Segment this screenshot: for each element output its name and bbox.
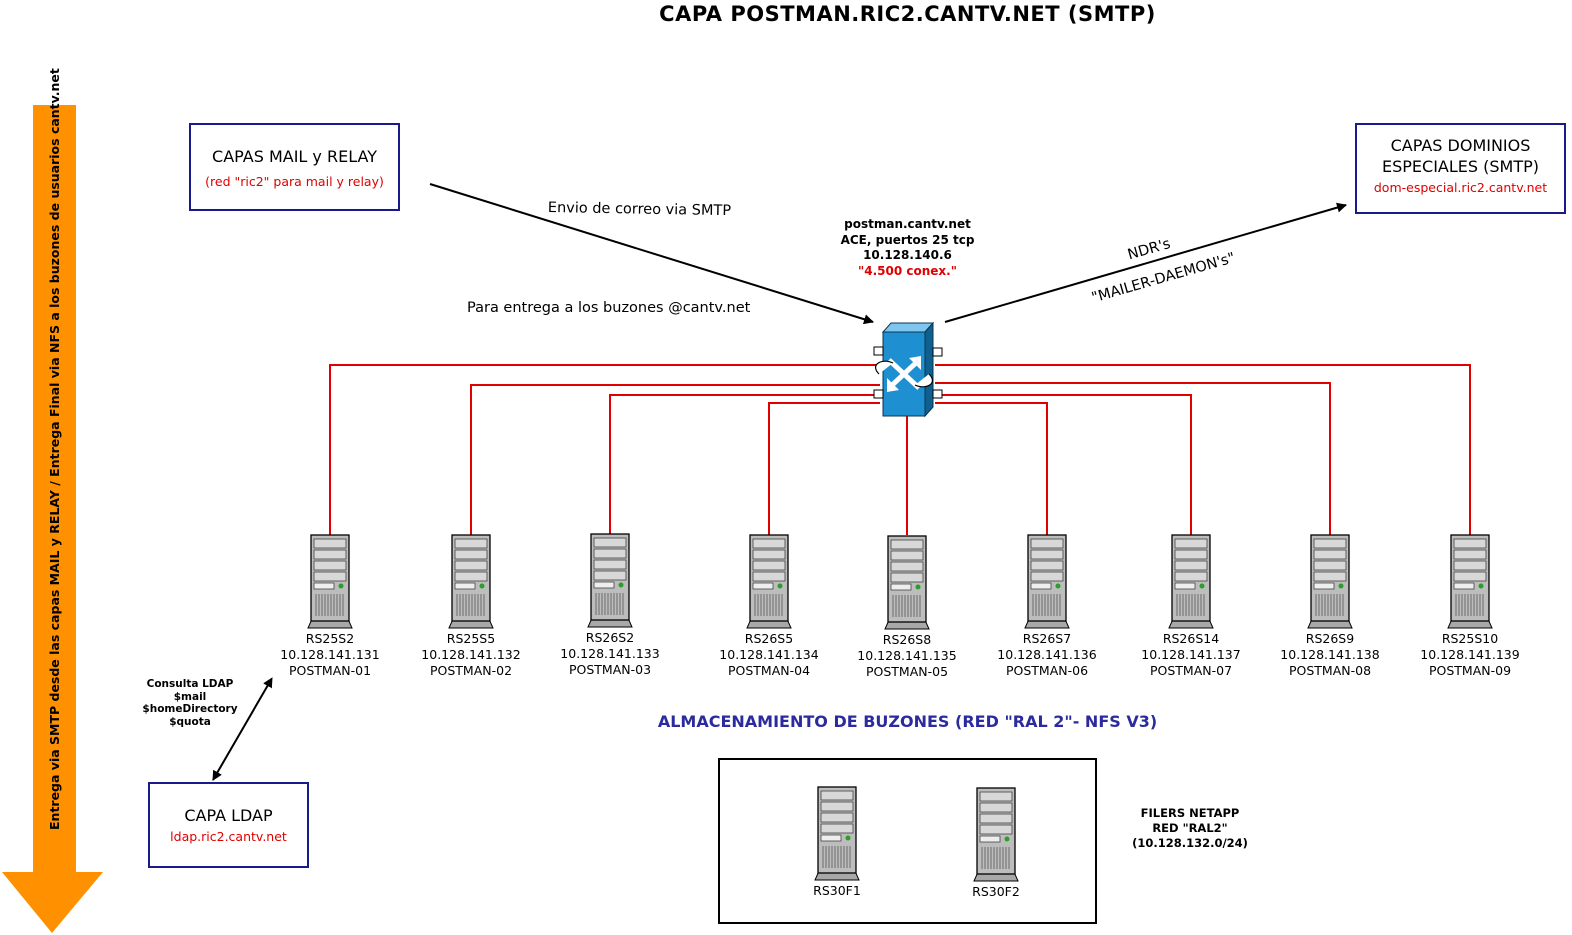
balancer-hostname: postman.cantv.net: [844, 217, 971, 231]
filer-name: RS30F1: [813, 883, 861, 898]
server-name: RS25S5: [446, 631, 496, 646]
server-postman-09: RS25S10 10.128.141.139 POSTMAN-09: [1410, 533, 1530, 679]
ldap-subtitle: ldap.ric2.cantv.net: [170, 829, 287, 844]
server-postman-03: RS26S2 10.128.141.133 POSTMAN-03: [550, 532, 670, 678]
server-tower-icon: [814, 786, 860, 881]
side-arrow-label: Entrega via SMTP desde las capas MAIL y …: [47, 68, 62, 830]
link-postman-01: [329, 364, 880, 535]
server-postman-02: RS25S5 10.128.141.132 POSTMAN-02: [411, 533, 531, 679]
server-tower-icon: [884, 535, 930, 630]
storage-note-line1: FILERS NETAPP: [1140, 806, 1240, 820]
red-network-links: [329, 364, 1471, 535]
server-ip: 10.128.141.132: [421, 647, 521, 662]
server-postman-04: RS26S5 10.128.141.134 POSTMAN-04: [709, 533, 829, 679]
server-ip: 10.128.141.137: [1141, 647, 1241, 662]
server-ip: 10.128.141.136: [997, 647, 1097, 662]
mail-relay-title: CAPAS MAIL y RELAY: [212, 147, 377, 166]
server-role: POSTMAN-09: [1428, 663, 1512, 678]
link-postman-06: [935, 402, 1048, 535]
server-ip: 10.128.141.133: [560, 646, 660, 661]
mail-relay-box: CAPAS MAIL y RELAY (red "ric2" para mail…: [189, 123, 400, 211]
filer-rs30f1: RS30F1: [777, 785, 897, 899]
ldap-query-mail: $mail: [173, 690, 207, 703]
envio-label: Envio de correo via SMTP: [547, 200, 732, 220]
server-role: POSTMAN-01: [288, 663, 372, 678]
balancer-ports: ACE, puertos 25 tcp: [840, 232, 975, 247]
dominios-especiales-box: CAPAS DOMINIOS ESPECIALES (SMTP) dom-esp…: [1355, 123, 1566, 214]
server-name: RS26S8: [882, 632, 932, 647]
server-ip: 10.128.141.131: [280, 647, 380, 662]
server-role: POSTMAN-02: [429, 663, 513, 678]
ldap-query-info: Consulta LDAP $mail $homeDirectory $quot…: [130, 678, 250, 728]
server-postman-08: RS26S9 10.128.141.138 POSTMAN-08: [1270, 533, 1390, 679]
link-postman-07: [935, 394, 1192, 535]
server-name: RS26S2: [585, 630, 635, 645]
entrega-label: Para entrega a los buzones @cantv.net: [467, 300, 751, 316]
link-postman-08: [935, 382, 1331, 535]
server-role: POSTMAN-07: [1149, 663, 1233, 678]
load-balancer-icon: [873, 321, 943, 418]
storage-box: [718, 758, 1097, 924]
server-tower-icon: [1168, 534, 1214, 629]
server-tower-icon: [1307, 534, 1353, 629]
server-postman-06: RS26S7 10.128.141.136 POSTMAN-06: [987, 533, 1107, 679]
mail-relay-subtitle: (red "ric2" para mail y relay): [205, 174, 384, 189]
server-role: POSTMAN-05: [865, 664, 949, 679]
server-tower-icon: [587, 533, 633, 628]
side-down-arrow: [2, 105, 103, 933]
server-tower-icon: [448, 534, 494, 629]
server-role: POSTMAN-04: [727, 663, 811, 678]
server-tower-icon: [1024, 534, 1070, 629]
server-role: POSTMAN-06: [1005, 663, 1089, 678]
dominios-subtitle: dom-especial.ric2.cantv.net: [1373, 180, 1548, 195]
balancer-ip: 10.128.140.6: [863, 248, 952, 262]
link-postman-02: [470, 384, 880, 535]
ldap-arrow: [212, 677, 273, 781]
dominios-title-line1: CAPAS DOMINIOS: [1390, 136, 1531, 155]
server-role: POSTMAN-03: [568, 662, 652, 677]
server-ip: 10.128.141.135: [857, 648, 957, 663]
server-name: RS26S5: [744, 631, 794, 646]
dominios-title-line2: ESPECIALES (SMTP): [1382, 157, 1539, 176]
server-ip: 10.128.141.138: [1280, 647, 1380, 662]
server-name: RS26S14: [1162, 631, 1220, 646]
balancer-connections: "4.500 conex.": [858, 263, 957, 278]
server-tower-icon: [746, 534, 792, 629]
ldap-query-quota: $quota: [169, 715, 211, 728]
filer-name: RS30F2: [972, 884, 1020, 899]
server-tower-icon: [973, 787, 1019, 882]
link-postman-04: [768, 402, 880, 535]
ldap-box: CAPA LDAP ldap.ric2.cantv.net: [148, 782, 309, 868]
server-name: RS26S7: [1022, 631, 1072, 646]
server-postman-05: RS26S8 10.128.141.135 POSTMAN-05: [847, 534, 967, 680]
page-title: CAPA POSTMAN.RIC2.CANTV.NET (SMTP): [659, 2, 1156, 26]
storage-heading: ALMACENAMIENTO DE BUZONES (RED "RAL 2"- …: [657, 712, 1158, 731]
balancer-info: postman.cantv.net ACE, puertos 25 tcp 10…: [820, 217, 995, 279]
ldap-query-title: Consulta LDAP: [146, 678, 234, 690]
ndr-arrow: [944, 202, 1347, 323]
server-name: RS25S2: [305, 631, 355, 646]
server-ip: 10.128.141.139: [1420, 647, 1520, 662]
storage-note: FILERS NETAPP RED "RAL2" (10.128.132.0/2…: [1110, 806, 1270, 851]
server-role: POSTMAN-08: [1288, 663, 1372, 678]
server-ip: 10.128.141.134: [719, 647, 819, 662]
server-name: RS26S9: [1305, 631, 1355, 646]
server-postman-07: RS26S14 10.128.141.137 POSTMAN-07: [1131, 533, 1251, 679]
server-tower-icon: [307, 534, 353, 629]
ldap-title: CAPA LDAP: [184, 806, 273, 825]
link-postman-03: [609, 394, 880, 535]
link-postman-09: [935, 364, 1471, 535]
server-name: RS25S10: [1441, 631, 1499, 646]
server-postman-01: RS25S2 10.128.141.131 POSTMAN-01: [270, 533, 390, 679]
ldap-query-homedir: $homeDirectory: [142, 703, 238, 715]
storage-note-line2: RED "RAL2": [1152, 821, 1228, 835]
server-tower-icon: [1447, 534, 1493, 629]
filer-rs30f2: RS30F2: [936, 786, 1056, 900]
storage-note-line3: (10.128.132.0/24): [1132, 836, 1248, 850]
envio-arrow: [429, 183, 874, 325]
